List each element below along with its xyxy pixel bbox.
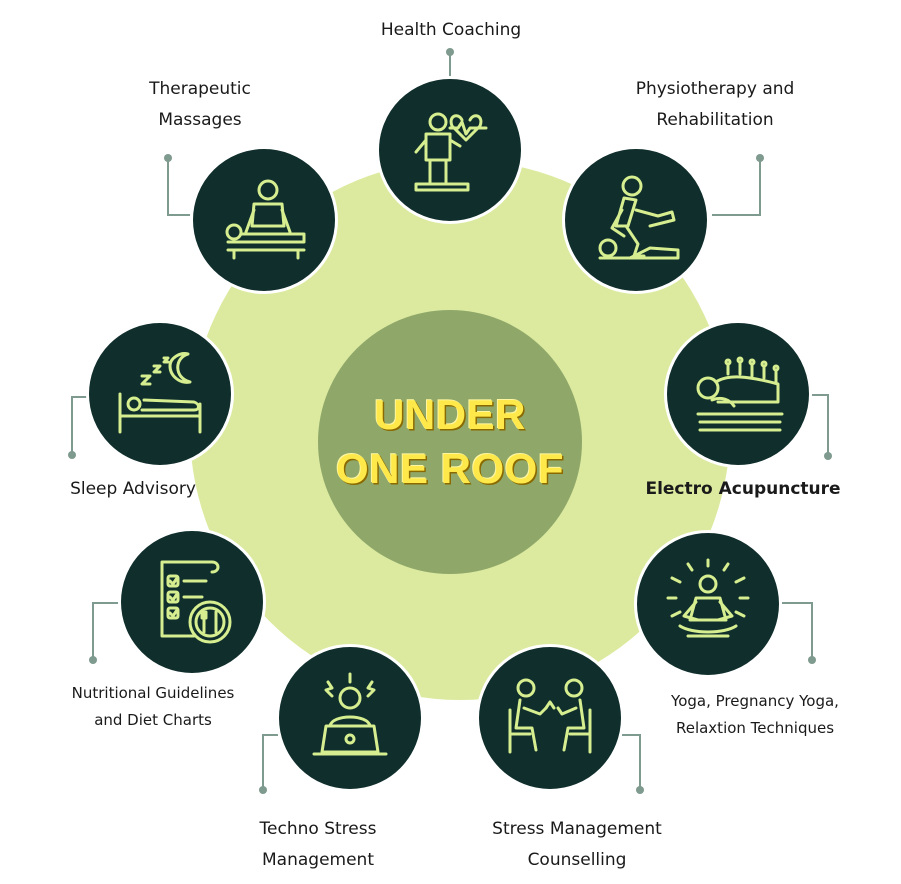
label-physiotherapy: Physiotherapy and Rehabilitation xyxy=(610,74,820,136)
label-line: and Diet Charts xyxy=(94,711,212,729)
center-circle: UNDER ONE ROOF xyxy=(318,310,582,574)
label-line: Physiotherapy and xyxy=(635,79,795,99)
center-title-line-2: ONE ROOF xyxy=(335,445,564,492)
label-line: Electro Acupuncture xyxy=(645,479,841,499)
label-techno-stress: Techno Stress Management xyxy=(218,814,418,876)
center-title-line-1: UNDER xyxy=(374,391,526,438)
node-electro-acupuncture xyxy=(664,320,812,468)
counselling-chairs-icon xyxy=(508,678,592,754)
connector-physiotherapy xyxy=(712,158,761,216)
label-line: Sleep Advisory xyxy=(70,479,196,499)
label-line: Techno Stress xyxy=(259,819,377,839)
label-line: Relaxtion Techniques xyxy=(675,719,835,737)
person-on-scale-heartbeat-icon xyxy=(414,112,488,192)
label-line: Massages xyxy=(158,110,242,130)
physiotherapist-icon xyxy=(598,175,680,260)
connector-techno-stress xyxy=(262,734,278,790)
label-line: Counselling xyxy=(527,850,627,870)
node-stress-counselling xyxy=(476,644,624,792)
node-techno-stress xyxy=(276,644,424,792)
connector-sleep xyxy=(71,396,88,455)
label-yoga: Yoga, Pregnancy Yoga, Relaxtion Techniqu… xyxy=(650,688,860,742)
bed-moon-sleep-icon xyxy=(118,352,202,434)
label-health-coaching: Health Coaching xyxy=(362,15,540,46)
person-laptop-stress-icon xyxy=(312,672,388,756)
connector-dot xyxy=(164,154,172,162)
label-line: Nutritional Guidelines xyxy=(71,684,235,702)
connector-dot xyxy=(808,656,816,664)
connector-nutrition xyxy=(92,602,120,660)
node-massages xyxy=(190,146,338,294)
connector-massages xyxy=(167,158,190,216)
label-line: Management xyxy=(262,850,374,870)
node-sleep xyxy=(86,320,234,468)
connector-stress-counselling xyxy=(622,734,641,790)
label-massages: Therapeutic Massages xyxy=(120,74,280,136)
label-nutrition: Nutritional Guidelines and Diet Charts xyxy=(48,680,258,734)
massage-table-icon xyxy=(225,179,306,260)
connector-yoga xyxy=(782,602,813,660)
label-line: Yoga, Pregnancy Yoga, xyxy=(671,692,839,710)
label-line: Health Coaching xyxy=(380,20,522,40)
label-line: Therapeutic xyxy=(149,79,251,99)
checklist-plate-icon xyxy=(160,560,232,644)
node-physiotherapy xyxy=(562,146,710,294)
label-line: Rehabilitation xyxy=(656,110,774,130)
connector-dot xyxy=(756,154,764,162)
connector-dot xyxy=(68,451,76,459)
label-stress-counselling: Stress Management Counselling xyxy=(466,814,688,876)
connector-electro-acupuncture xyxy=(812,394,829,456)
node-health-coaching xyxy=(376,76,524,224)
node-nutrition xyxy=(118,528,266,676)
connector-dot xyxy=(89,656,97,664)
acupuncture-needles-icon xyxy=(696,356,784,432)
connector-dot xyxy=(259,786,267,794)
connector-dot xyxy=(446,48,454,56)
node-yoga xyxy=(634,530,782,678)
label-electro-acupuncture: Electro Acupuncture xyxy=(643,474,843,505)
label-line: Stress Management xyxy=(492,819,662,839)
meditation-icon xyxy=(666,558,750,638)
label-sleep: Sleep Advisory xyxy=(48,474,218,505)
connector-dot xyxy=(636,786,644,794)
connector-dot xyxy=(824,452,832,460)
